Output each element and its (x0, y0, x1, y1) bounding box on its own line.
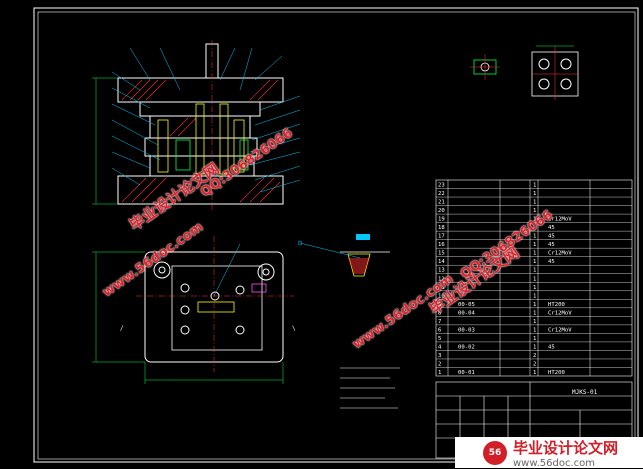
bom-cell-no: 5 (438, 336, 441, 342)
bom-cell-no: 6 (438, 327, 441, 333)
bom-cell-qty: 1 (533, 225, 536, 231)
technical-notes (340, 367, 400, 409)
bom-cell-qty: 1 (533, 191, 536, 197)
bom-cell-no: 2 (438, 361, 441, 367)
bom-cell-qty: 1 (533, 370, 536, 376)
bom-cell-code: 00-04 (458, 310, 475, 316)
bom-cell-qty: 1 (533, 200, 536, 206)
bom-cell-qty: 1 (533, 217, 536, 223)
bom-cell-no: 15 (438, 251, 445, 257)
bom-cell-qty: 1 (533, 319, 536, 325)
svg-text:/: / (120, 325, 124, 332)
svg-text:\: \ (292, 325, 296, 332)
bom-cell-qty: 1 (533, 208, 536, 214)
bom-cell-no: 1 (438, 370, 441, 376)
bom-cell-qty: 1 (533, 268, 536, 274)
bom-cell-no: 7 (438, 319, 441, 325)
bom-cell-no: 3 (438, 353, 441, 359)
bom-cell-no: 20 (438, 208, 445, 214)
bom-cell-mat: 45 (548, 242, 555, 248)
bom-cell-no: 18 (438, 225, 445, 231)
bom-cell-qty: 1 (533, 242, 536, 248)
bom-cell-no: 14 (438, 259, 445, 265)
bom-cell-code: 00-01 (458, 370, 475, 376)
bom-cell-no: 22 (438, 191, 445, 197)
drawing-frame-inner (37, 11, 636, 460)
bom-cell-no: 11 (438, 285, 445, 291)
bom-cell-qty: 1 (533, 310, 536, 316)
bom-cell-no: 4 (438, 344, 442, 350)
blank-layout-view (531, 45, 579, 100)
bom-cell-no: 10 (438, 293, 445, 299)
lower-die-plan-view: / \ (92, 236, 296, 384)
bom-cell-mat: 45 (548, 344, 555, 350)
bom-cell-code: 00-02 (458, 344, 475, 350)
bom-cell-qty: 1 (533, 327, 536, 333)
bom-cell-no: 23 (438, 183, 445, 189)
bom-cell-mat: 45 (548, 225, 555, 231)
drawing-frame-outer (33, 7, 639, 463)
bom-cell-mat: Cr12MoV (548, 327, 572, 333)
bom-cell-mat: Cr12MoV (548, 217, 572, 223)
site-footer-bar: 56 毕业设计论文网 www.56doc.com (455, 437, 643, 469)
bom-cell-no: 13 (438, 268, 445, 274)
bom-cell-qty: 2 (533, 353, 536, 359)
bom-cell-code: 00-03 (458, 327, 475, 333)
bom-cell-mat: 45 (548, 259, 555, 265)
bom-cell-mat: Cr12MoV (548, 251, 572, 257)
bom-cell-mat: HT200 (548, 370, 565, 376)
bom-cell-qty: 1 (533, 293, 536, 299)
bom-cell-qty: 1 (533, 259, 536, 265)
strip-layout-view (297, 234, 390, 277)
site-logo-icon: 56 (483, 440, 507, 465)
bom-cell-code: 00-05 (458, 302, 475, 308)
bom-cell-qty: 1 (533, 302, 536, 308)
drawing-number: MJKS-01 (572, 389, 598, 396)
assembly-section-view (92, 40, 301, 210)
bom-cell-qty: 1 (533, 234, 536, 240)
bom-cell-qty: 1 (533, 183, 536, 189)
bom-cell-no: 12 (438, 276, 445, 282)
bom-cell-no: 8 (438, 310, 442, 316)
part-detail-view (470, 54, 500, 80)
bom-cell-no: 17 (438, 234, 445, 240)
footer-site-url: www.56doc.com (513, 457, 596, 469)
bom-cell-qty: 1 (533, 251, 536, 257)
bom-cell-qty: 1 (533, 285, 536, 291)
bom-cell-no: 19 (438, 217, 445, 223)
bom-cell-qty: 1 (533, 344, 536, 350)
bom-cell-mat: HT200 (548, 302, 565, 308)
bom-cell-no: 21 (438, 200, 445, 206)
bom-cell-qty: 2 (533, 361, 536, 367)
bom-cell-mat: Cr12MoV (548, 310, 572, 316)
bom-cell-qty: 1 (533, 276, 536, 282)
footer-site-title: 毕业设计论文网 (513, 438, 619, 457)
bom-cell-mat: 45 (548, 234, 555, 240)
bom-cell-qty: 1 (533, 336, 536, 342)
bom-cell-no: 16 (438, 242, 445, 248)
bom-cell-no: 9 (438, 302, 441, 308)
